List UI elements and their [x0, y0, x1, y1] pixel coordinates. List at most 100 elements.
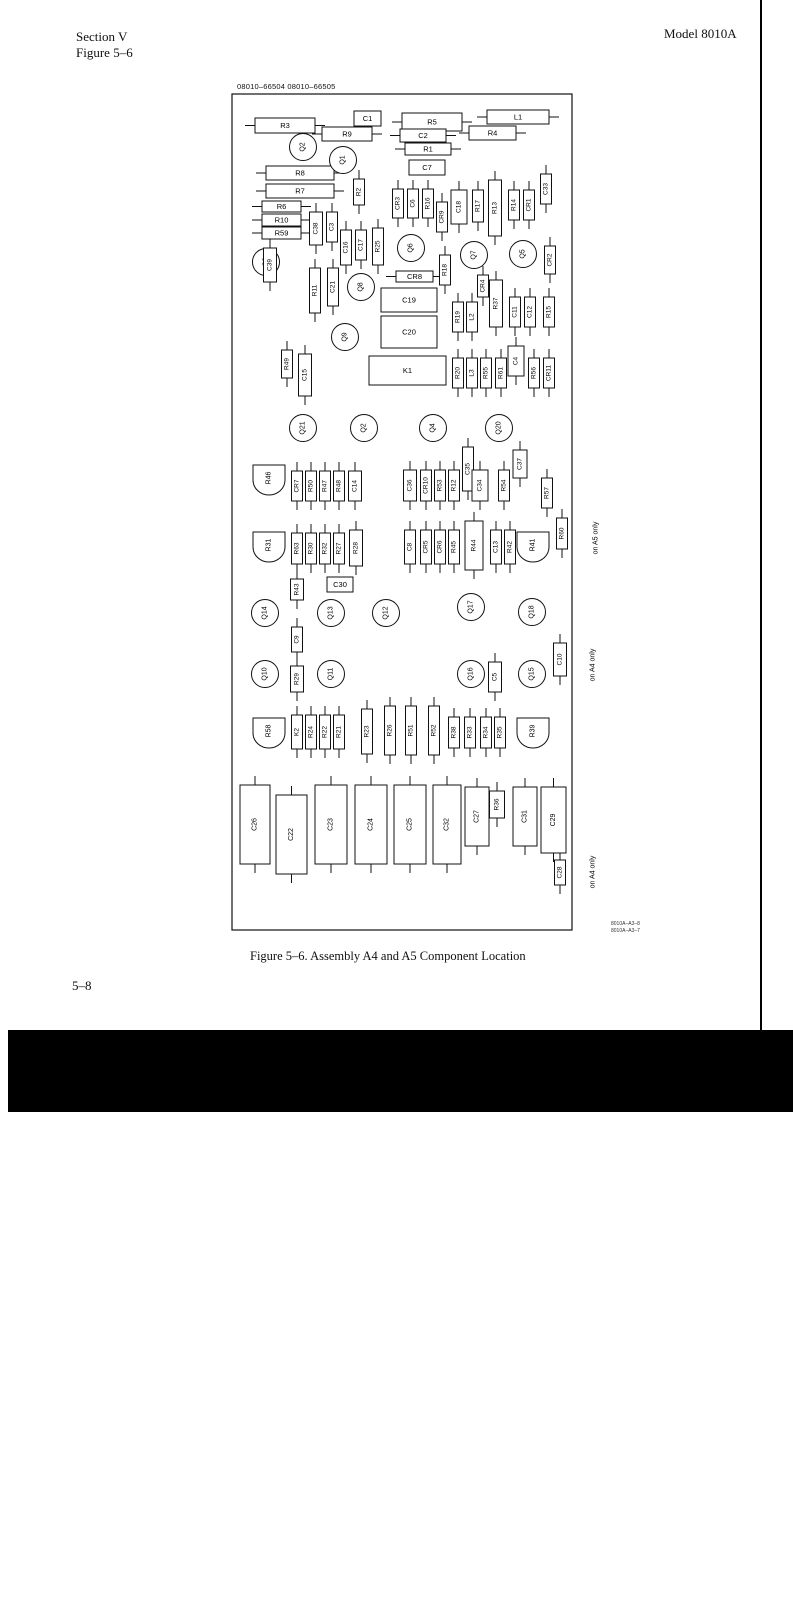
component-v	[462, 438, 474, 500]
component-label: C1	[363, 114, 373, 123]
component-v	[290, 657, 304, 701]
drawing-numbers: 8010A–A3–8 8010A–A3–7	[611, 921, 640, 935]
component-v	[281, 341, 293, 387]
component-label: R21	[336, 726, 343, 738]
component-label: CR1	[526, 198, 533, 211]
component-label: R30	[308, 542, 315, 554]
resistor-h	[256, 183, 344, 199]
component-label: R6	[277, 202, 287, 211]
component-label: R53	[437, 479, 444, 491]
component-label: C39	[267, 259, 274, 271]
component-label: C23	[328, 818, 335, 831]
component-label: R7	[295, 187, 305, 196]
component-label: R10	[275, 216, 289, 225]
transistor	[251, 599, 279, 627]
component-v	[290, 570, 304, 609]
note-a4-only: on A4 only	[590, 648, 597, 681]
board-outline	[231, 93, 573, 931]
transistor	[460, 241, 488, 269]
component-label: R8	[295, 169, 305, 178]
component-v	[480, 349, 492, 397]
component-label: CR6	[437, 540, 444, 553]
component-label: C4	[513, 356, 520, 365]
transistor	[347, 273, 375, 301]
component-v	[355, 221, 367, 269]
component-label: R4	[488, 129, 498, 138]
component-label: R52	[431, 724, 438, 736]
component-label: C33	[543, 183, 550, 195]
component-label: Q11	[328, 668, 335, 681]
component-label: R29	[294, 673, 301, 685]
component-label: C24	[368, 818, 375, 831]
component-label: C30	[333, 580, 347, 589]
component-v	[305, 706, 317, 758]
electrolytic-capacitor	[432, 776, 462, 873]
electrolytic-capacitor	[393, 776, 427, 873]
component-v	[471, 461, 489, 510]
component-label: Q21	[300, 421, 307, 434]
component-label: C34	[477, 479, 484, 491]
component-label: R51	[408, 724, 415, 736]
component-label: C6	[410, 199, 417, 208]
component-v	[466, 349, 478, 397]
component-label: Q18	[529, 605, 536, 618]
component-v	[448, 461, 460, 510]
component-v	[434, 521, 446, 573]
component-v	[472, 181, 484, 231]
resistor-h	[477, 109, 559, 125]
resistor-h	[252, 226, 311, 240]
component-v	[452, 293, 464, 341]
component-label: R17	[475, 200, 482, 212]
component-label: R24	[308, 726, 315, 738]
component-label: Q16	[468, 667, 475, 680]
transistor	[509, 240, 537, 268]
component-v	[507, 337, 525, 385]
component-label: C13	[493, 541, 500, 553]
component-v	[523, 181, 535, 229]
component-label: Q20	[496, 421, 503, 434]
component-label: C2	[418, 131, 428, 140]
component-v	[319, 462, 331, 510]
component-label: R49	[284, 358, 291, 370]
note-a4-only: on A4 only	[590, 855, 597, 888]
resistor-h	[395, 142, 461, 156]
transistor	[350, 414, 378, 442]
component-label: C21	[330, 281, 337, 293]
component-label: C38	[313, 222, 320, 234]
trimmer-pot	[516, 531, 550, 563]
component-v	[348, 462, 362, 510]
resistor-h	[256, 165, 344, 181]
transistor	[331, 323, 359, 351]
resistor-h	[252, 213, 311, 227]
component-label: CR9	[439, 210, 446, 223]
component-v	[392, 180, 404, 227]
component-v	[489, 782, 505, 827]
component-label: Q1	[340, 155, 347, 164]
component-v	[434, 461, 446, 510]
component-v	[528, 349, 540, 397]
component-label: Q2	[361, 423, 368, 432]
figure-caption: Figure 5–6. Assembly A4 and A5 Component…	[250, 949, 526, 963]
drawing-number: 8010A–A3–7	[611, 928, 640, 934]
component-label: R1	[423, 145, 433, 154]
component-v	[384, 697, 396, 764]
component-label: Q5	[520, 249, 527, 258]
component-v	[543, 288, 555, 336]
component-label: CR10	[423, 477, 430, 494]
component-label: R61	[498, 367, 505, 379]
component-label: R56	[531, 367, 538, 379]
transistor	[485, 414, 513, 442]
component-label: R54	[501, 479, 508, 491]
component-label: C7	[422, 163, 432, 172]
transistor	[317, 599, 345, 627]
component-label: R55	[483, 367, 490, 379]
component-label: C8	[407, 542, 414, 551]
component-label: C31	[522, 810, 529, 823]
component-label: R19	[455, 311, 462, 323]
component-label: R14	[511, 199, 518, 211]
component-label: R22	[322, 726, 329, 738]
trimmer-pot	[516, 717, 550, 749]
resistor-h	[390, 128, 456, 143]
component-label: CR11	[546, 365, 553, 382]
capacitor-box	[380, 315, 438, 349]
